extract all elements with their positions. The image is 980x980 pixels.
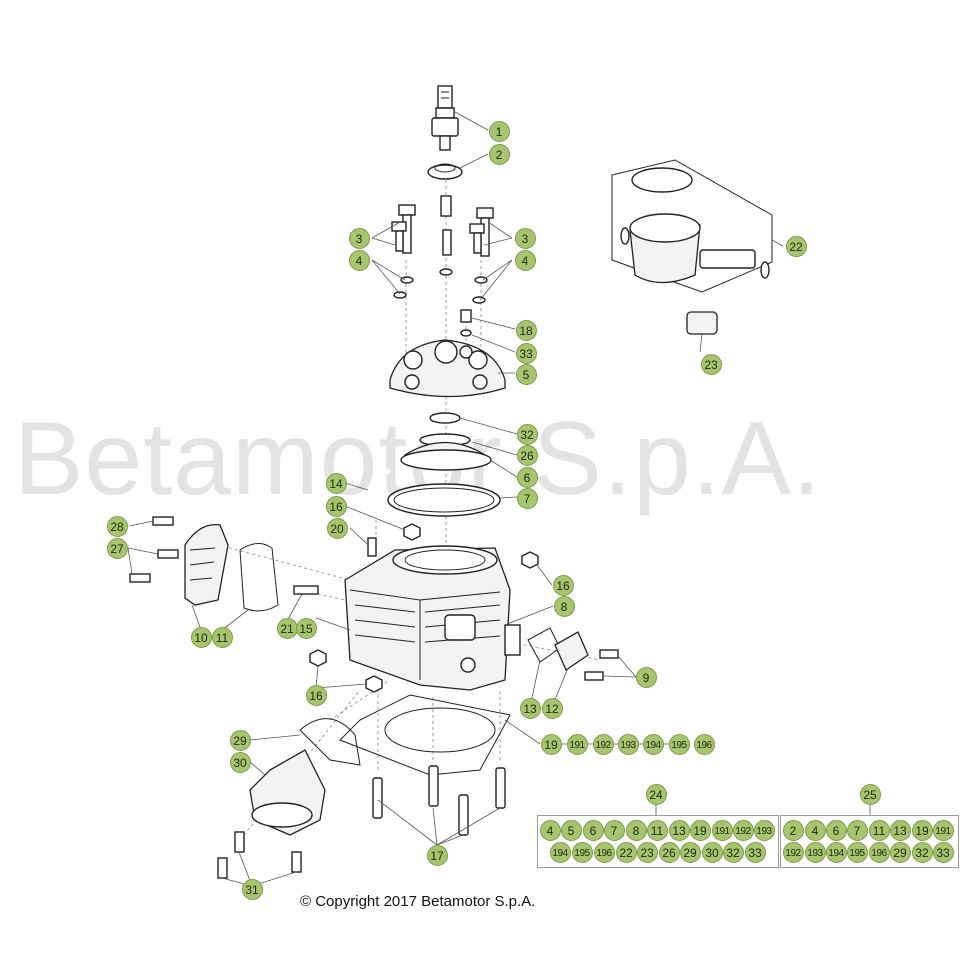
callout-15[interactable]: 15: [295, 617, 317, 639]
callout-13[interactable]: 13: [519, 697, 541, 719]
callout-194[interactable]: 194: [642, 733, 664, 755]
kit24-item[interactable]: 192: [732, 819, 754, 841]
callout-22[interactable]: 22: [785, 235, 807, 257]
kit24-item[interactable]: 33: [744, 841, 766, 863]
valve-cover-drawing: [527, 627, 619, 681]
kit25-item[interactable]: 32: [911, 841, 933, 863]
callout-30[interactable]: 30: [229, 751, 251, 773]
callout-16[interactable]: 16: [305, 684, 327, 706]
callout-191[interactable]: 191: [566, 733, 588, 755]
kit25-item[interactable]: 193: [804, 841, 826, 863]
callout-5[interactable]: 5: [515, 363, 537, 385]
callout-195[interactable]: 195: [668, 733, 690, 755]
kit24-item[interactable]: 29: [679, 841, 701, 863]
kit24-item[interactable]: 7: [603, 819, 625, 841]
callout-16[interactable]: 16: [325, 495, 347, 517]
kit24-item[interactable]: 194: [549, 841, 571, 863]
spark-plug-drawing: [427, 85, 463, 180]
callout-10[interactable]: 10: [190, 626, 212, 648]
callout-6[interactable]: 6: [516, 466, 538, 488]
kit24-item[interactable]: 193: [753, 819, 775, 841]
base-gasket-and-intake-drawing: [217, 694, 511, 879]
callout-3[interactable]: 3: [514, 227, 536, 249]
kit24-item[interactable]: 8: [625, 819, 647, 841]
callout-17[interactable]: 17: [426, 844, 448, 866]
kit24-item[interactable]: 5: [560, 819, 582, 841]
callout-24[interactable]: 24: [645, 783, 667, 805]
callout-31[interactable]: 31: [241, 878, 263, 900]
callout-12[interactable]: 12: [541, 697, 563, 719]
kit25-item[interactable]: 194: [825, 841, 847, 863]
piston-kit-drawing: [611, 159, 773, 335]
callout-32[interactable]: 32: [516, 423, 538, 445]
callout-4[interactable]: 4: [348, 249, 370, 271]
kit25-item[interactable]: 33: [932, 841, 954, 863]
kit24-item[interactable]: 23: [636, 841, 658, 863]
kit25-item[interactable]: 11: [868, 819, 890, 841]
kit25-item[interactable]: 6: [825, 819, 847, 841]
kit25-item[interactable]: 191: [932, 819, 954, 841]
callout-16[interactable]: 16: [552, 574, 574, 596]
kit25-item[interactable]: 13: [889, 819, 911, 841]
kit-24-box: [537, 815, 779, 868]
callout-3[interactable]: 3: [348, 227, 370, 249]
kit24-item[interactable]: 22: [615, 841, 637, 863]
callout-29[interactable]: 29: [229, 729, 251, 751]
callout-20[interactable]: 20: [326, 517, 348, 539]
kit24-item[interactable]: 19: [689, 819, 711, 841]
kit24-item[interactable]: 195: [571, 841, 593, 863]
callout-1[interactable]: 1: [488, 120, 510, 142]
head-studs-drawing: [391, 195, 494, 337]
callout-23[interactable]: 23: [700, 353, 722, 375]
kit24-item[interactable]: 196: [593, 841, 615, 863]
kit-25-box: [780, 815, 959, 868]
cylinder-block-drawing: [344, 545, 521, 691]
callout-193[interactable]: 193: [617, 733, 639, 755]
kit25-item[interactable]: 196: [868, 841, 890, 863]
kit24-item[interactable]: 13: [668, 819, 690, 841]
kit25-item[interactable]: 7: [846, 819, 868, 841]
callout-18[interactable]: 18: [515, 319, 537, 341]
callout-9[interactable]: 9: [635, 666, 657, 688]
callout-2[interactable]: 2: [488, 143, 510, 165]
callout-14[interactable]: 14: [325, 472, 347, 494]
kit24-item[interactable]: 30: [701, 841, 723, 863]
dowel-pins-drawing: [372, 765, 506, 836]
kit24-item[interactable]: 32: [722, 841, 744, 863]
kit24-item[interactable]: 6: [582, 819, 604, 841]
callout-27[interactable]: 27: [106, 537, 128, 559]
copyright-notice: © Copyright 2017 Betamotor S.p.A.: [300, 893, 536, 910]
callout-25[interactable]: 25: [859, 783, 881, 805]
cylinder-head-drawing: [389, 339, 506, 398]
callout-26[interactable]: 26: [516, 444, 538, 466]
callout-33[interactable]: 33: [515, 342, 537, 364]
kit25-item[interactable]: 4: [804, 819, 826, 841]
kit24-item[interactable]: 11: [646, 819, 668, 841]
water-cover-drawing: [129, 516, 279, 612]
kit25-item[interactable]: 19: [911, 819, 933, 841]
kit25-item[interactable]: 2: [782, 819, 804, 841]
callout-11[interactable]: 11: [211, 626, 233, 648]
kit24-item[interactable]: 26: [658, 841, 680, 863]
kit25-item[interactable]: 192: [782, 841, 804, 863]
leader-lines: [127, 111, 871, 887]
callout-28[interactable]: 28: [106, 515, 128, 537]
callout-7[interactable]: 7: [516, 487, 538, 509]
callout-21[interactable]: 21: [276, 617, 298, 639]
kit24-item[interactable]: 191: [711, 819, 733, 841]
callout-192[interactable]: 192: [592, 733, 614, 755]
head-gaskets-drawing: [387, 412, 501, 517]
kit25-item[interactable]: 29: [889, 841, 911, 863]
callout-196[interactable]: 196: [693, 733, 715, 755]
callout-19[interactable]: 19: [540, 733, 562, 755]
callout-4[interactable]: 4: [514, 249, 536, 271]
kit24-item[interactable]: 4: [539, 819, 561, 841]
callout-8[interactable]: 8: [553, 595, 575, 617]
kit25-item[interactable]: 195: [846, 841, 868, 863]
